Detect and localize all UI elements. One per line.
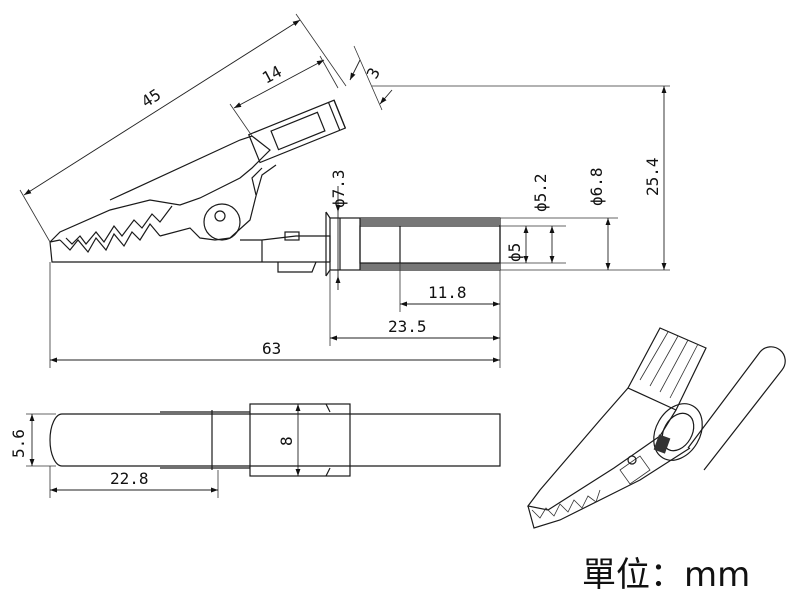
dim-25-4-label: 25.4 — [643, 157, 662, 196]
lower-jaw-teeth — [59, 222, 161, 254]
iso-rivet — [653, 434, 671, 454]
pivot-body — [159, 164, 277, 241]
top-view: 5.6 8 22.8 — [9, 403, 501, 498]
side-view: 45 14 3 25.4 ϕ7.3 ϕ5 ϕ5.2 ϕ6.8 — [19, 13, 670, 368]
dim-14-label: 14 — [259, 62, 285, 88]
upper-sleeve — [247, 99, 347, 164]
top-view-outline — [49, 413, 501, 467]
dim-phi-5-2-label: ϕ5.2 — [531, 173, 550, 212]
dim-45-label: 45 — [138, 85, 165, 111]
isometric-view — [526, 327, 786, 529]
connector-tube — [325, 211, 501, 277]
upper-jaw — [49, 135, 271, 243]
dim-11-8-label: 11.8 — [428, 283, 467, 302]
iso-pivot-ring — [653, 403, 703, 461]
iso-lower-jaw — [527, 447, 691, 529]
pivot-hole — [214, 210, 226, 222]
pivot-boss — [203, 203, 241, 241]
dim-63-label: 63 — [262, 339, 281, 358]
iso-upper-jaw — [526, 387, 677, 511]
dim-22-8-label: 22.8 — [110, 469, 149, 488]
dim-8-label: 8 — [277, 436, 296, 446]
iso-handle-tube — [687, 346, 786, 471]
lower-jaw — [49, 239, 330, 263]
dim-3-label: 3 — [363, 64, 384, 81]
dim-phi-7-3-label: ϕ7.3 — [329, 169, 348, 208]
iso-sleeve — [627, 327, 707, 411]
dim-23-5-label: 23.5 — [388, 317, 427, 336]
dim-phi-5-label: ϕ5 — [505, 243, 524, 262]
unit-label: 單位：mm — [582, 555, 750, 595]
rivet — [284, 231, 300, 241]
dim-5-6-label: 5.6 — [9, 429, 28, 458]
iso-teeth — [531, 489, 601, 519]
dim-phi-6-8-label: ϕ6.8 — [587, 167, 606, 206]
upper-jaw-teeth — [65, 205, 173, 245]
top-view-sleeve — [249, 403, 351, 477]
lower-tab — [277, 261, 317, 273]
